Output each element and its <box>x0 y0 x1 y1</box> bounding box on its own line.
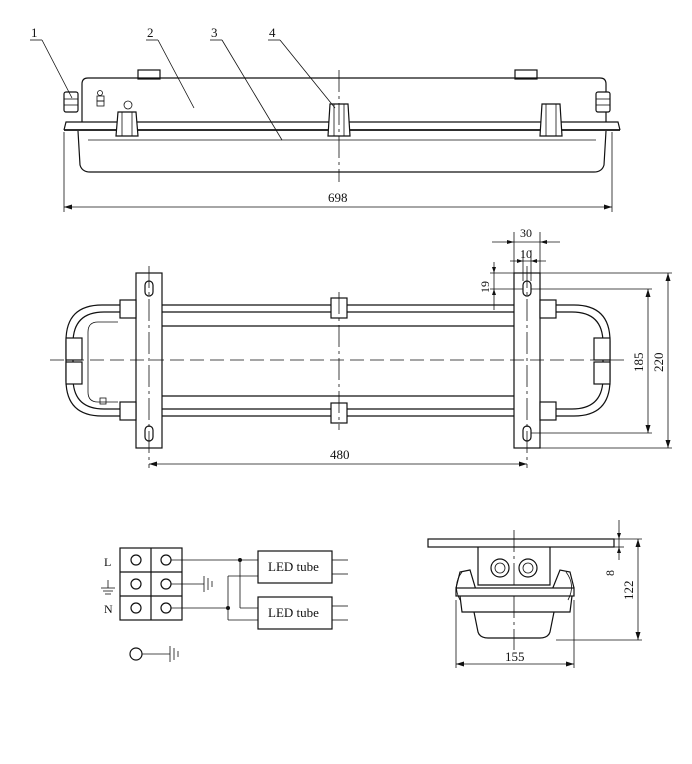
terminal-label-L: L <box>104 555 111 569</box>
latch-clip-3 <box>539 103 563 137</box>
dimension-label-mount-spacing: 480 <box>330 447 350 462</box>
ground-legend-icon <box>129 646 179 662</box>
callout-1: 1 <box>31 25 38 40</box>
dimension-label-slot-pitch: 185 <box>631 353 646 373</box>
dimension-480 <box>149 461 527 467</box>
cross-section-view: 155 8 122 <box>427 520 642 668</box>
dimension-label-bracket-length: 220 <box>651 353 666 373</box>
plan-clips <box>119 297 557 424</box>
callout-leaders <box>30 39 336 141</box>
cable-gland-left <box>63 91 79 113</box>
ground-symbol-icon <box>101 580 115 595</box>
cable-gland-right <box>595 91 611 113</box>
dimension-698 <box>63 132 613 212</box>
dimension-19 <box>490 262 523 310</box>
dimension-label-flange-thickness: 8 <box>603 570 617 576</box>
dimension-185-220 <box>531 272 672 449</box>
dimension-label-body-width: 155 <box>505 649 525 664</box>
dimension-label-slot-width: 10 <box>520 247 532 261</box>
terminal-label-N: N <box>104 602 113 616</box>
dimension-8-122 <box>556 520 642 641</box>
dimension-label-slot-offset: 19 <box>478 281 492 293</box>
earth-mark-icon <box>96 90 105 107</box>
dimension-label-length: 698 <box>328 190 348 205</box>
led-tube-label-1: LED tube <box>268 559 319 574</box>
plan-glands <box>65 337 611 405</box>
wiring-diagram: L N LED tube LED tube <box>101 547 348 662</box>
latch-clip-1 <box>115 111 139 137</box>
callout-4: 4 <box>269 25 276 40</box>
earth-symbol-icon <box>203 576 213 592</box>
callout-3: 3 <box>211 25 218 40</box>
dimension-30-10 <box>492 232 560 281</box>
dimension-label-bracket-width: 30 <box>520 226 532 240</box>
plan-view: 480 30 10 19 <box>50 226 672 468</box>
dimension-155 <box>455 600 575 668</box>
dimension-label-body-height: 122 <box>621 581 636 601</box>
led-tube-label-2: LED tube <box>268 605 319 620</box>
callout-2: 2 <box>147 25 154 40</box>
side-elevation-view: 1 2 3 4 698 <box>30 25 621 212</box>
